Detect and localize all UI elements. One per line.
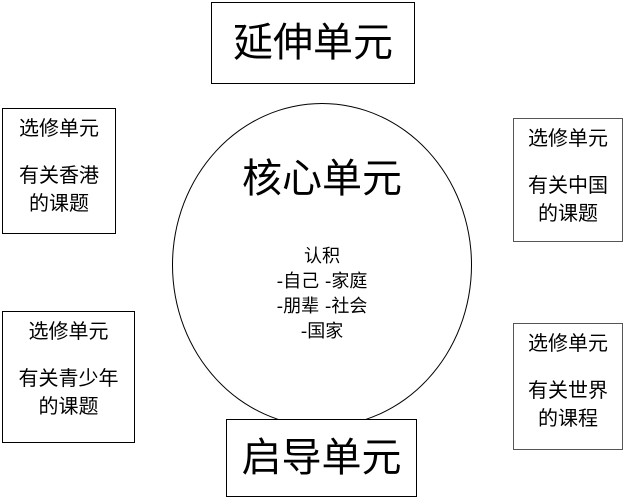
- elective-topic-suffix: 的课题: [538, 201, 598, 225]
- core-unit-circle: 核心单元 认积 -自己 -家庭 -朋辈 -社会 -国家: [172, 103, 472, 427]
- elective-title: 选修单元: [528, 126, 608, 150]
- elective-topic-suffix: 的课题: [38, 394, 99, 418]
- elective-title: 选修单元: [19, 116, 99, 140]
- elective-china-box: 选修单元 有关中国 的课题: [513, 118, 623, 242]
- core-unit-line-3: -国家: [300, 321, 344, 342]
- elective-hong-kong-box: 选修单元 有关香港 的课题: [2, 108, 116, 234]
- introductory-unit-label: 启导单元: [241, 435, 402, 481]
- elective-topic: 有关世界: [528, 378, 608, 402]
- core-unit-line-2: -朋辈 -社会: [276, 296, 368, 317]
- introductory-unit-box: 启导单元: [226, 419, 417, 497]
- elective-topic-suffix: 的课程: [538, 406, 598, 430]
- elective-title: 选修单元: [528, 331, 608, 355]
- elective-topic: 有关青少年: [18, 366, 119, 390]
- core-unit-title: 核心单元: [242, 156, 402, 202]
- core-unit-heading: 认积: [304, 246, 340, 267]
- core-unit-line-1: -自己 -家庭: [276, 271, 368, 292]
- elective-topic-suffix: 的课题: [29, 191, 89, 215]
- elective-world-box: 选修单元 有关世界 的课程: [513, 323, 623, 450]
- extension-unit-label: 延伸单元: [233, 20, 393, 66]
- elective-topic: 有关中国: [528, 173, 608, 197]
- elective-topic: 有关香港: [19, 163, 99, 187]
- core-unit-content: 认积 -自己 -家庭 -朋辈 -社会 -国家: [173, 244, 471, 344]
- elective-title: 选修单元: [28, 319, 109, 343]
- elective-youth-box: 选修单元 有关青少年 的课题: [2, 311, 135, 443]
- extension-unit-box: 延伸单元: [211, 2, 415, 84]
